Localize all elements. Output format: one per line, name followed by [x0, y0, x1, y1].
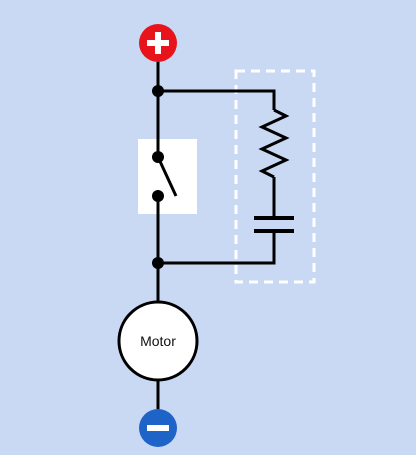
switch-blade — [156, 156, 178, 197]
junction-node-bottom — [152, 257, 164, 269]
switch-contact-top — [152, 151, 164, 163]
wire-snubber-bottom — [158, 232, 276, 265]
wire-snubber-top — [158, 89, 276, 110]
negative-terminal-icon — [139, 409, 177, 447]
positive-terminal-icon — [139, 24, 177, 62]
snubber-dashed-box — [234, 69, 316, 284]
switch-contact-bottom — [152, 190, 164, 202]
junction-node-top — [152, 85, 164, 97]
resistor-symbol — [258, 108, 290, 179]
motor-circle — [117, 300, 199, 382]
motor-label: Motor — [140, 333, 176, 349]
